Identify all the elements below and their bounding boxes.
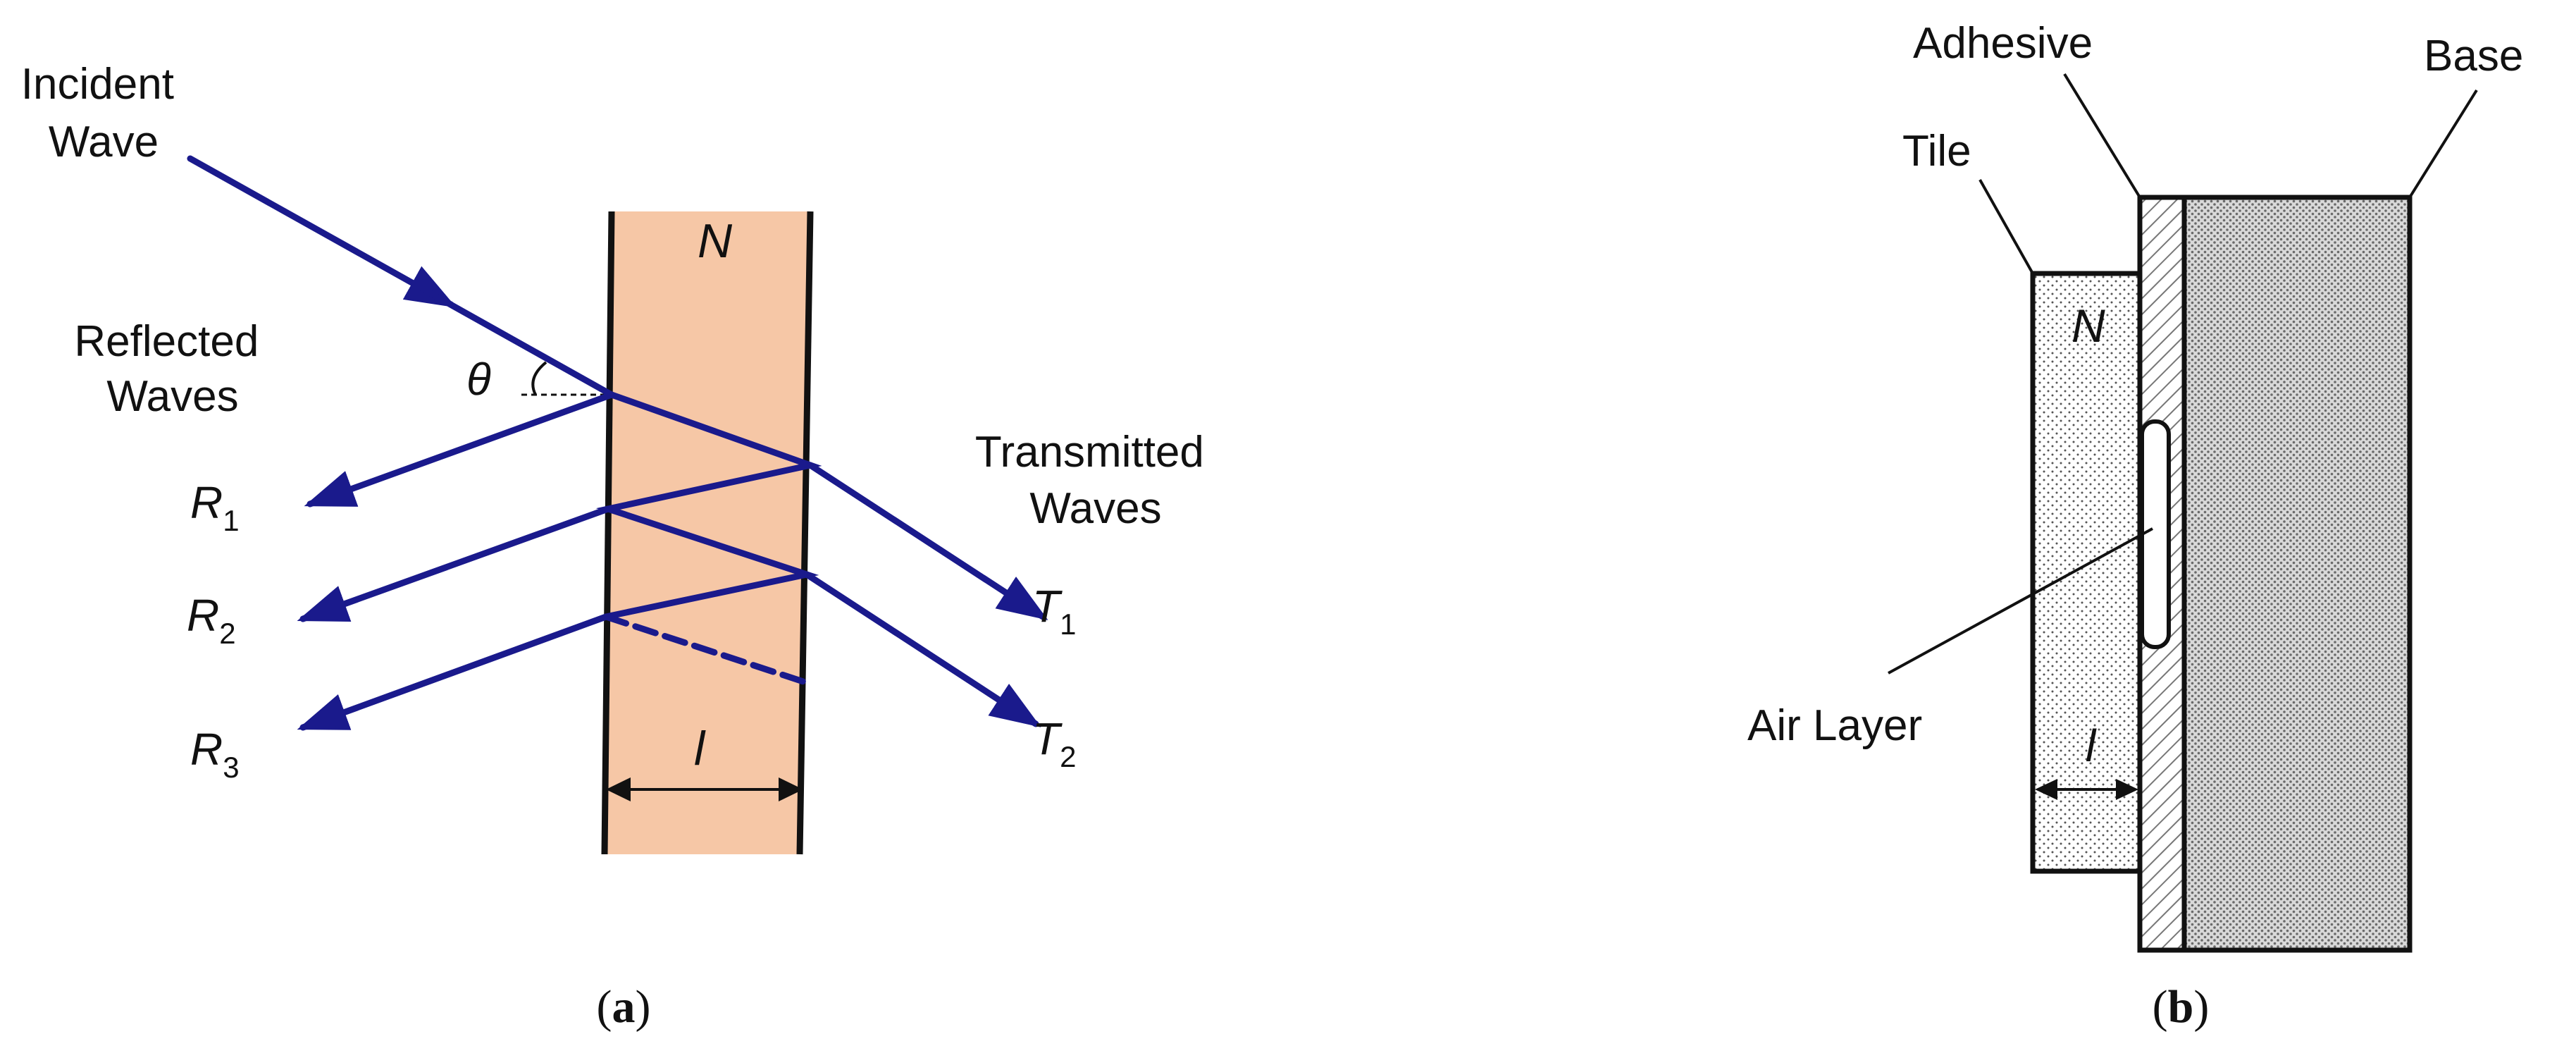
leader-lines: [1888, 73, 2478, 675]
caption-a: (a): [597, 981, 651, 1033]
incident-wave-label: Incident Wave: [21, 60, 186, 166]
thickness-label: l: [694, 722, 706, 775]
incident-ray-tail: [419, 285, 615, 398]
caption-b: (b): [2153, 981, 2210, 1033]
tile-thickness-arrow-right: [2116, 779, 2138, 800]
thickness-arrow-left: [606, 777, 631, 801]
adhesive-label: Adhesive: [1913, 19, 2093, 68]
transmitted-ray-1: [807, 462, 1048, 620]
leader-air-layer: [1888, 527, 2153, 675]
wave-rays: [187, 155, 1048, 731]
incident-ray: [187, 155, 457, 308]
tile-thickness-arrow-left: [2035, 779, 2057, 800]
label-t2: T2: [1032, 713, 1076, 773]
label-r3: R3: [190, 724, 240, 784]
reflected-ray-3: [297, 613, 609, 731]
transmitted-ray-2: [803, 571, 1041, 727]
incident-line-2: Wave: [49, 118, 159, 166]
slab-right-edge: [796, 211, 814, 855]
slab-medium: [605, 211, 810, 854]
tile-layer: [2030, 271, 2143, 874]
thickness-arrow-right: [779, 777, 803, 801]
reflected-waves-label: Reflected Waves: [74, 317, 271, 421]
leader-tile: [1979, 179, 2034, 274]
reflected-line-1: Reflected: [74, 317, 259, 366]
base-layer: [2181, 195, 2413, 953]
tile-thickness-label: l: [2086, 720, 2097, 771]
panel-b: l N Adhesive Base Tile Air Layer (b): [1747, 19, 2523, 1033]
reflected-ray-1: [304, 391, 615, 507]
label-r1: R1: [190, 477, 240, 537]
panel-a: N θ l Incident Wave Reflected W: [21, 60, 1216, 1033]
leader-base: [2408, 89, 2478, 199]
tile-label: Tile: [1902, 127, 1971, 176]
incident-line-1: Incident: [21, 60, 174, 109]
angle-arc: [531, 361, 547, 395]
transmitted-line-1: Transmitted: [975, 428, 1204, 476]
tile-medium-label: N: [2072, 300, 2105, 352]
angle-label: θ: [466, 354, 491, 405]
leader-adhesive: [2063, 73, 2141, 199]
base-label: Base: [2424, 32, 2523, 80]
medium-label: N: [698, 214, 733, 268]
slab-left-edge: [601, 211, 615, 855]
reflected-ray-2: [297, 505, 612, 622]
label-t1: T1: [1032, 581, 1076, 641]
internal-partial-dashed: [602, 613, 807, 685]
air-layer: [2140, 419, 2171, 649]
label-r2: R2: [187, 590, 236, 650]
air-layer-label: Air Layer: [1747, 701, 1922, 750]
transmitted-line-2: Waves: [1029, 484, 1161, 533]
reflected-line-2: Waves: [106, 372, 238, 421]
transmitted-waves-label: Transmitted Waves: [975, 428, 1216, 533]
